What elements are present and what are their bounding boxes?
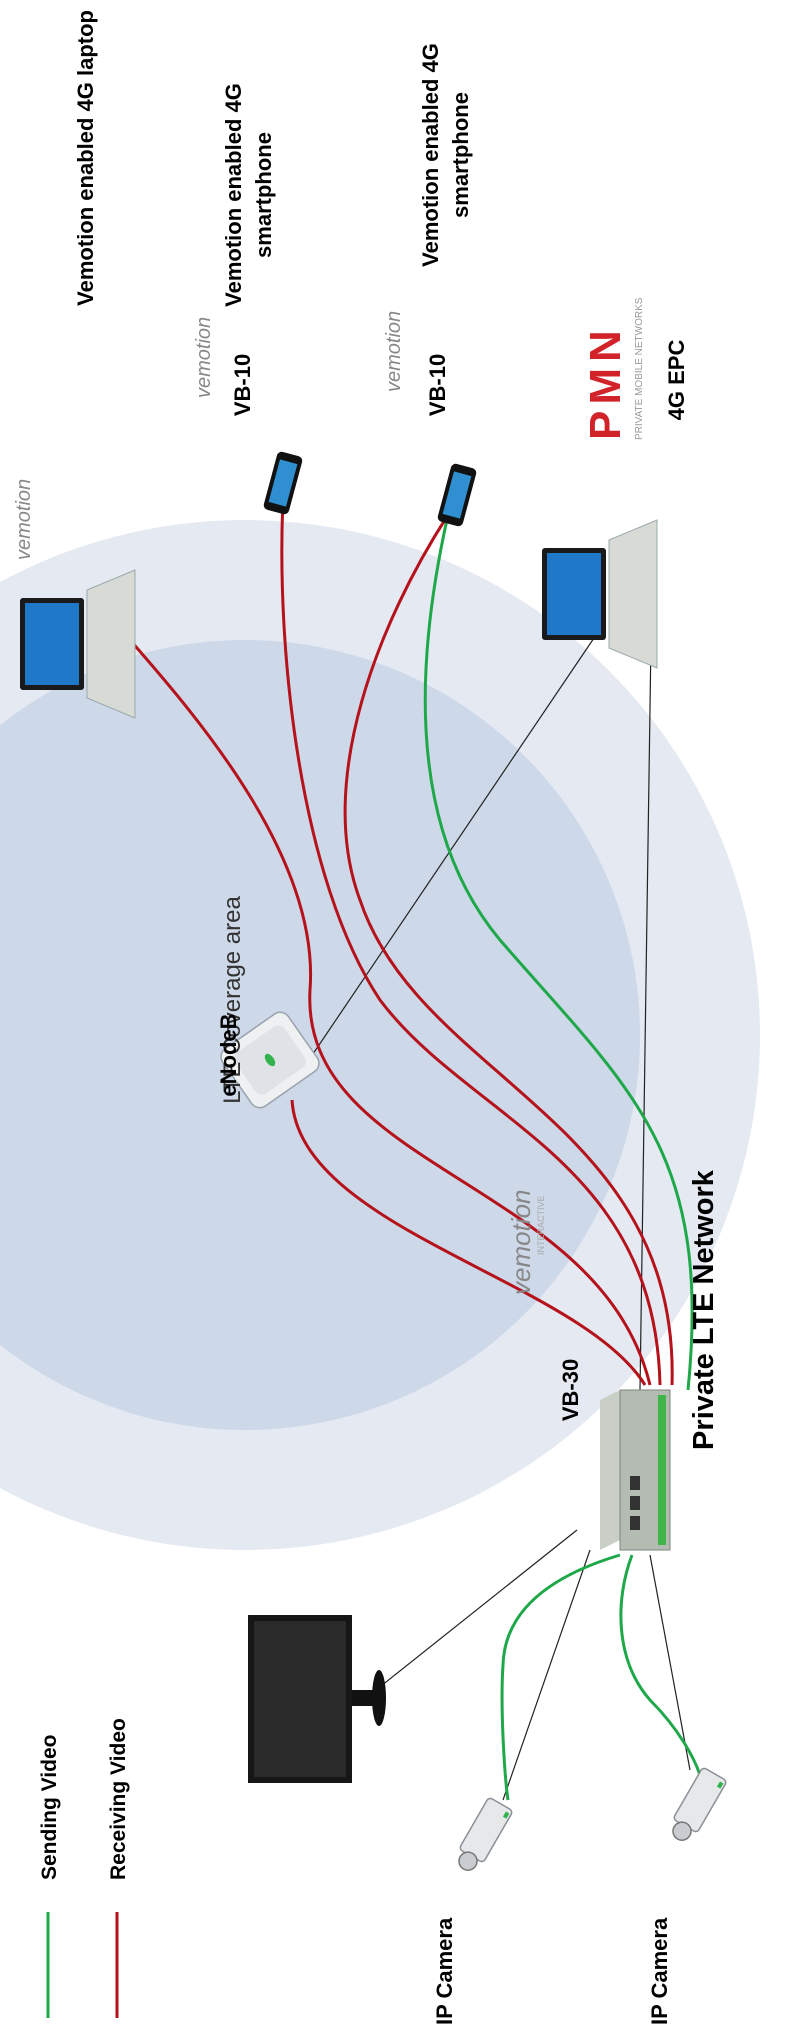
vb30-top	[600, 1390, 620, 1550]
pmn-logo-sub: PRIVATE MOBILE NETWORKS	[634, 297, 645, 440]
epc-laptop-base	[608, 519, 658, 669]
laptop-screen	[25, 603, 79, 685]
legend: Sending Video Receiving Video	[38, 1718, 130, 2018]
enodeb-led	[264, 1053, 276, 1067]
red-path-laptop-vb30	[128, 639, 652, 1386]
ip-camera-1-device	[458, 1797, 513, 1871]
receiving-video-paths	[128, 499, 674, 1386]
vemotion-logo-vb10-lower: vemotion	[383, 311, 405, 392]
page-title: Private LTE Network	[688, 1169, 720, 1450]
vb30-port-1	[630, 1516, 640, 1530]
red-path-phone2-vb30	[343, 514, 674, 1386]
epc-label: 4G EPC	[664, 340, 689, 421]
vemotion-logo-vb30: vemotion INTERACTIVE	[506, 1190, 546, 1296]
link-vb30-epc	[639, 639, 652, 1391]
smartphone-lower	[437, 463, 477, 527]
vb30-green-stripe	[658, 1395, 666, 1545]
green-path-camera2-vb30	[619, 1554, 702, 1776]
red-path-phone1-vb30	[280, 499, 662, 1386]
coverage-area-label: LTE Coverage area	[219, 896, 246, 1104]
sending-video-paths	[423, 514, 702, 1801]
vemotion-logo-vb10-lower-text: vemotion	[383, 311, 405, 392]
vb30-port-2	[630, 1496, 640, 1510]
pmn-logo: PMN PRIVATE MOBILE NETWORKS	[581, 297, 645, 440]
legend-receiving-label: Receiving Video	[107, 1718, 130, 1880]
ip-camera-2-led	[716, 1781, 724, 1789]
ip-camera-1-led	[502, 1811, 510, 1819]
monitor-stand	[372, 1670, 386, 1726]
laptop-base	[86, 569, 136, 719]
physical-links	[291, 637, 691, 1801]
ip-camera-1-label: IP Camera	[432, 1917, 457, 2025]
link-vb30-camera2	[649, 1554, 691, 1771]
smartphone-lower-screen	[442, 471, 472, 519]
green-path-camera1-vb30	[500, 1553, 621, 1801]
epc-laptop-device	[542, 519, 658, 669]
monitor-neck	[352, 1690, 374, 1706]
legend-sending-label: Sending Video	[38, 1735, 61, 1880]
ip-camera-1-lens	[458, 1851, 478, 1871]
epc-laptop-screen	[547, 553, 601, 635]
enodeb-label: eNodeB	[216, 1013, 241, 1096]
smartphone-lower-label-line1: Vemotion enabled 4G	[418, 43, 443, 267]
smartphone-lower-label-line2: smartphone	[448, 92, 473, 218]
monitor-device	[248, 1615, 386, 1783]
monitor-panel	[254, 1621, 346, 1777]
vemotion-logo-laptop-text: vemotion	[13, 479, 35, 560]
smartphone-upper-label-line2: smartphone	[251, 132, 276, 258]
vemotion-logo-laptop: vemotion	[13, 479, 35, 560]
vemotion-logo-vb10-upper-text: vemotion	[193, 317, 215, 398]
ip-camera-2-device	[672, 1767, 727, 1841]
smartphone-upper-label-line1: Vemotion enabled 4G	[221, 83, 246, 307]
smartphone-upper-screen	[268, 459, 298, 507]
link-enodeb-epc	[291, 637, 595, 1086]
vb10-lower-label: VB-10	[425, 354, 450, 416]
link-vb30-camera1	[502, 1549, 591, 1801]
lte-coverage-area	[0, 520, 760, 1550]
vemotion-logo-vb10-upper: vemotion	[193, 317, 215, 398]
enodeb-device	[220, 1011, 320, 1109]
pmn-logo-text: PMN	[581, 324, 630, 440]
ip-camera-2-lens	[672, 1821, 692, 1841]
ip-camera-2-label: IP Camera	[647, 1917, 672, 2025]
green-path-phone2-vb30	[423, 514, 694, 1391]
vemotion-logo-vb30-sub: INTERACTIVE	[536, 1195, 546, 1255]
smartphone-upper	[263, 451, 303, 515]
laptop-label: Vemotion enabled 4G laptop	[73, 10, 98, 306]
link-vb30-monitor	[375, 1529, 578, 1691]
coverage-inner-circle	[0, 640, 640, 1430]
vb30-port-3	[630, 1476, 640, 1490]
vb30-label: VB-30	[558, 1359, 583, 1421]
vb10-upper-label: VB-10	[230, 354, 255, 416]
laptop-device	[20, 569, 136, 719]
vb30-device	[600, 1389, 671, 1551]
vemotion-logo-vb30-text: vemotion	[506, 1190, 536, 1296]
red-path-enodeb-vb30	[290, 1099, 647, 1386]
